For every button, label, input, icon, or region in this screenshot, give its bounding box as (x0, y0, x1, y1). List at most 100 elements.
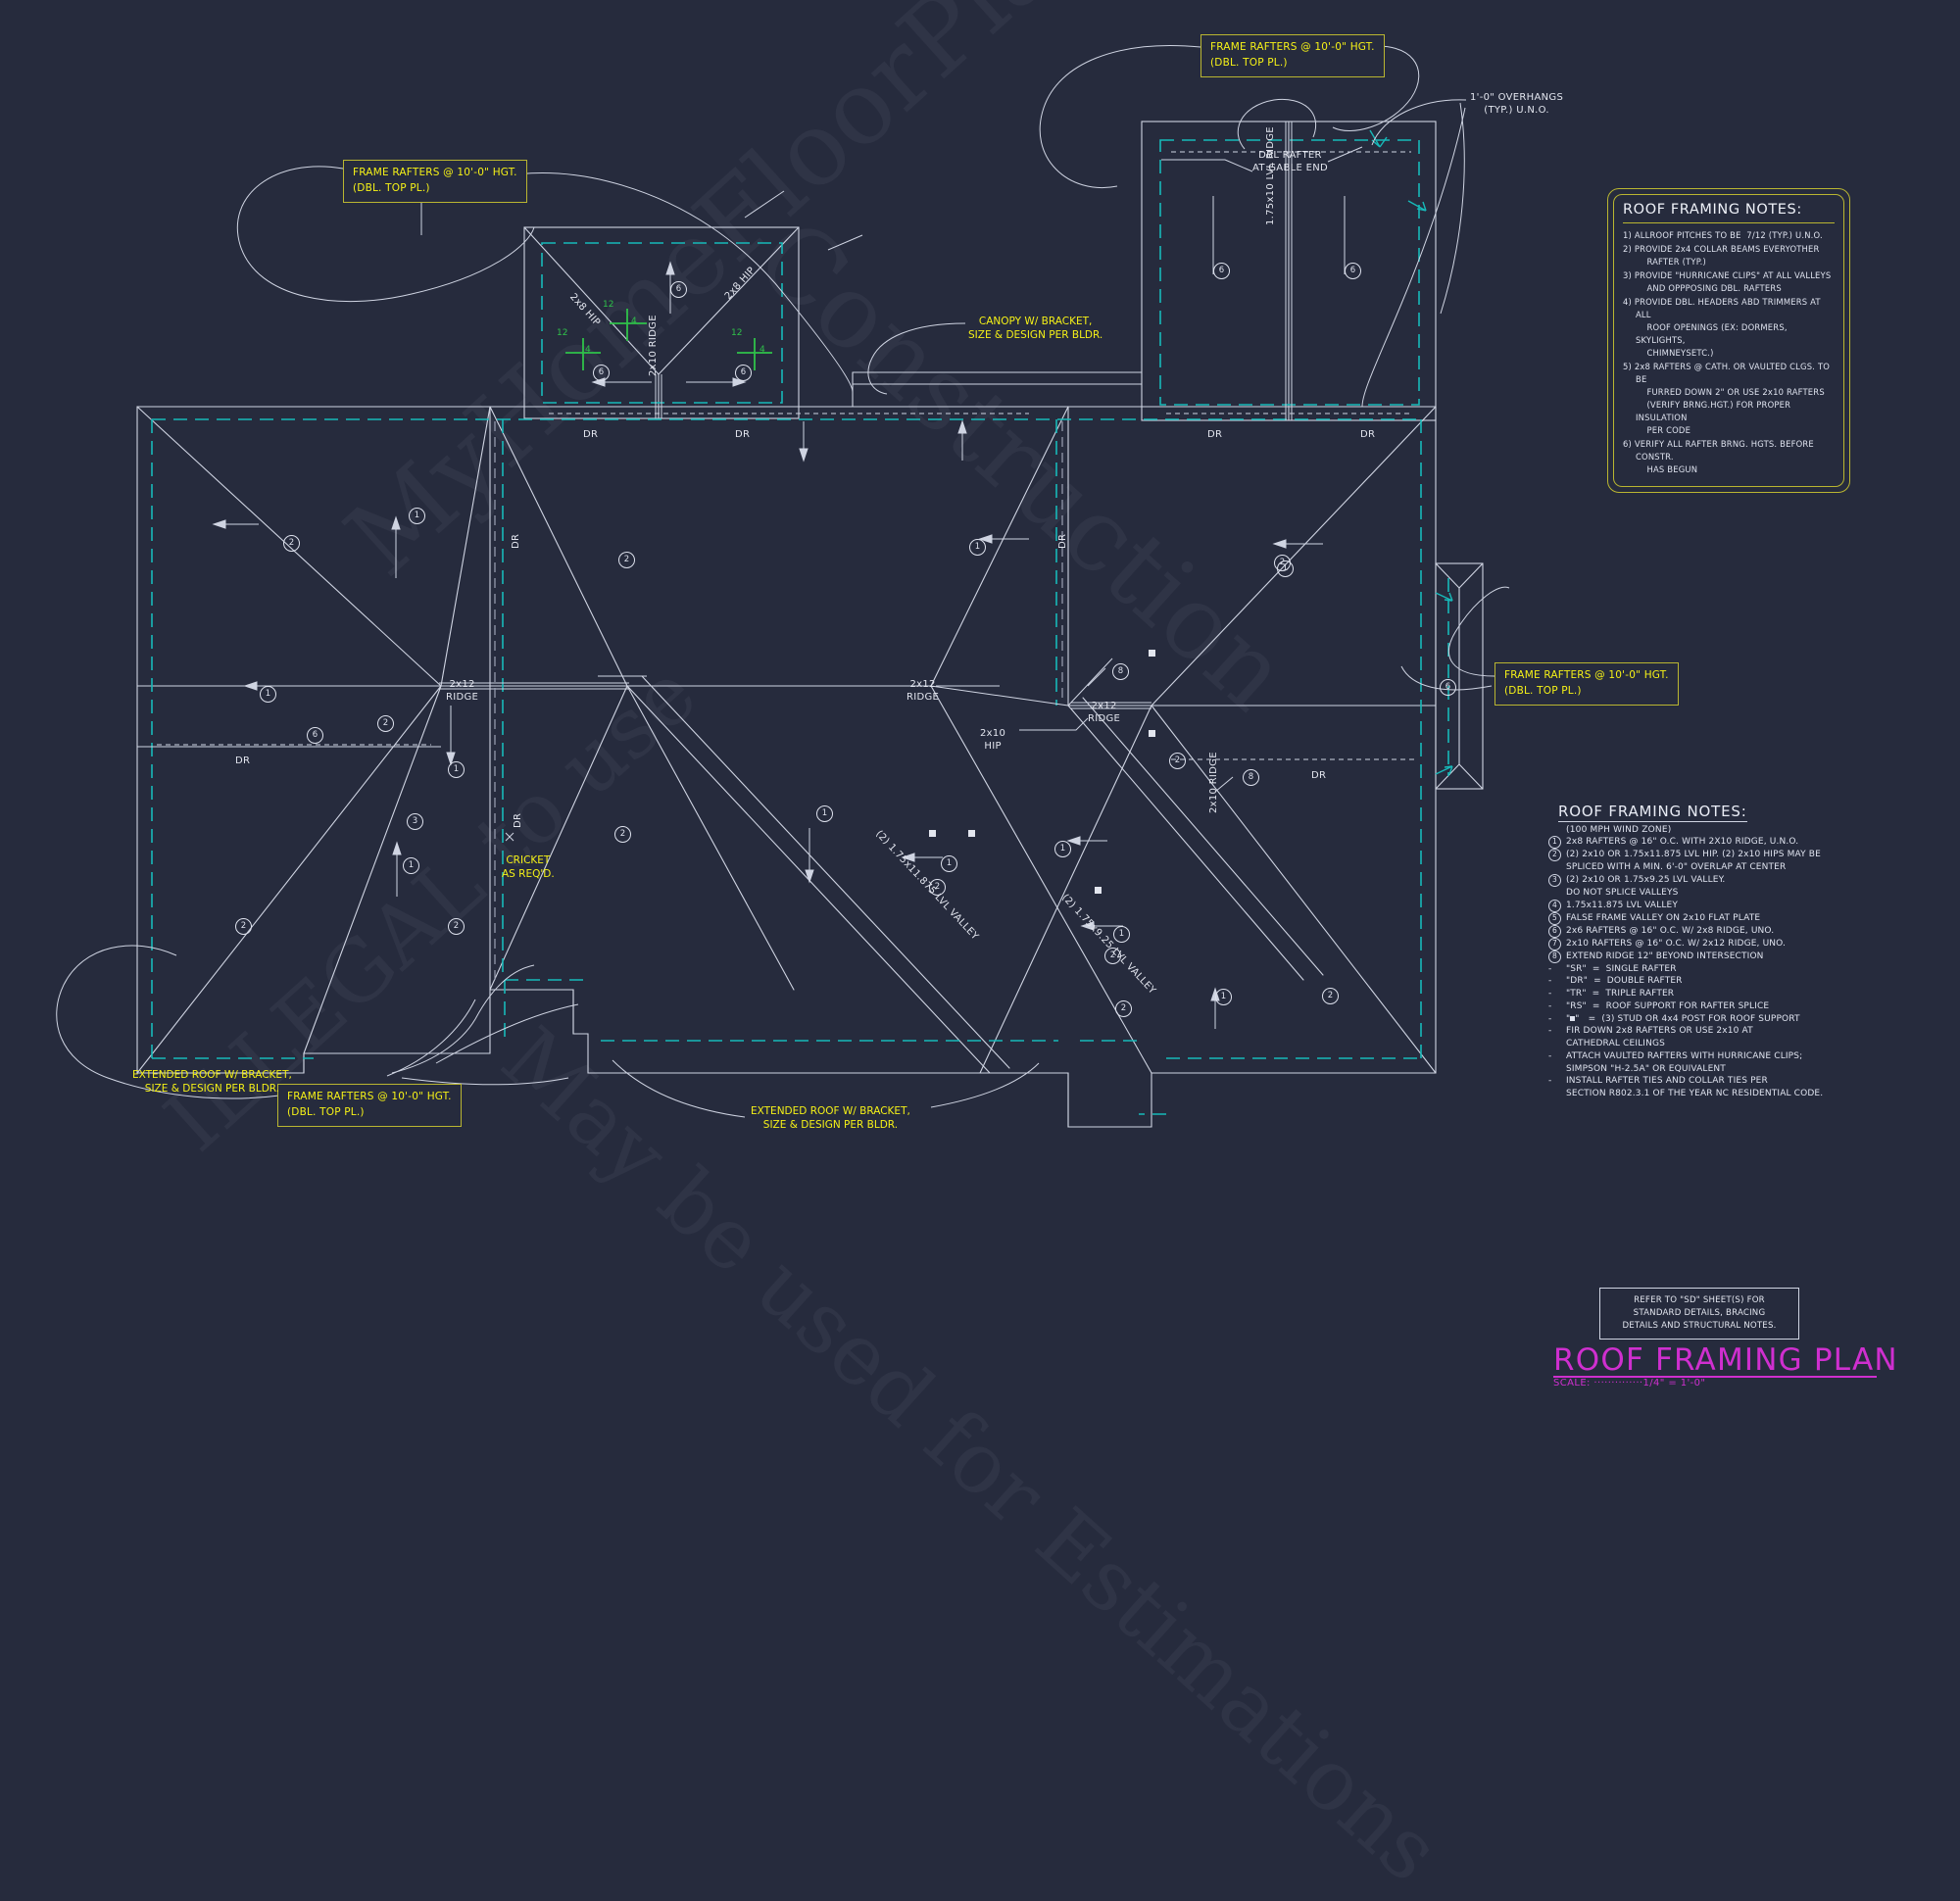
label-ridge-2x10-right: 2x10 RIDGE (1208, 752, 1219, 813)
rafter-note-marker-6: 6 (1440, 679, 1456, 696)
note-marker-circle: 7 (1544, 937, 1566, 950)
rafter-note-marker-1: 1 (448, 761, 465, 778)
callout-line-2: (DBL. TOP PL.) (1504, 684, 1582, 697)
rafter-note-marker-3: 3 (407, 813, 423, 830)
rafter-note-marker-6: 6 (670, 281, 687, 298)
notes2-item-text: 2x8 RAFTERS @ 16" O.C. WITH 2X10 RIDGE, … (1566, 837, 1799, 847)
roof-framing-notes-box-primary: ROOF FRAMING NOTES: 1) ALLROOF PITCHES T… (1607, 188, 1850, 494)
note-line-2: SIZE & DESIGN PER BLDR. (968, 329, 1103, 342)
rafter-note-marker-6: 6 (1213, 263, 1230, 279)
pitch-run-label: 12 (557, 328, 568, 338)
rafter-note-marker-1: 1 (941, 855, 957, 872)
title-underline (1553, 1376, 1877, 1378)
notes-item: 3) PROVIDE "HURRICANE CLIPS" AT ALL VALL… (1623, 270, 1832, 294)
roof-framing-notes-box-secondary: ROOF FRAMING NOTES: (100 MPH WIND ZONE) … (1544, 802, 1878, 1100)
pitch-symbols (565, 309, 772, 370)
notes2-item-continuation: CATHEDRAL CEILINGS (1566, 1039, 1665, 1049)
note-marker-dash: - (1548, 1076, 1552, 1087)
notes-item: 5) 2x8 RAFTERS @ CATH. OR VAULTED CLGS. … (1623, 362, 1831, 436)
page-title: ROOF FRAMING PLAN (1553, 1342, 1898, 1378)
standard-details-reference-box: REFER TO "SD" SHEET(S) FOR STANDARD DETA… (1599, 1288, 1799, 1340)
rafter-note-marker-1: 1 (260, 686, 276, 703)
callout-line-1: FRAME RAFTERS @ 10'-0" HGT. (1210, 41, 1375, 53)
notes2-item-text: "" = (3) STUD OR 4x4 POST FOR ROOF SUPPO… (1566, 1013, 1800, 1024)
label-line-1: DBL RAFTER (1258, 150, 1322, 161)
note-marker-dash: - (1548, 976, 1552, 987)
drawing-sheet: MyHomeFloorPlans.com Construction ILLEGA… (56, 34, 1898, 1389)
rafter-note-marker-6: 6 (307, 727, 323, 744)
pitch-rise-label: 4 (631, 317, 637, 326)
callout-line-2: (DBL. TOP PL.) (1210, 56, 1288, 69)
rafter-note-marker-1: 1 (1054, 841, 1071, 857)
note-marker-circle: 1 (1544, 836, 1566, 849)
label-dr-label-1: DR (583, 429, 599, 440)
callout-frame-rafters-bottom-left: FRAME RAFTERS @ 10'-0" HGT.(DBL. TOP PL.… (277, 1084, 462, 1127)
callout-frame-rafters-top-right: FRAME RAFTERS @ 10'-0" HGT. (DBL. TOP PL.… (1200, 34, 1385, 77)
notes2-item-continuation: SECTION R802.3.1 OF THE YEAR NC RESIDENT… (1566, 1089, 1824, 1099)
notes2-item: 2(2) 2x10 OR 1.75x11.875 LVL HIP. (2) 2x… (1544, 849, 1878, 861)
note-marker-dash: - (1548, 1000, 1552, 1011)
notes-item: 2) PROVIDE 2x4 COLLAR BEAMS EVERYOTHER R… (1623, 244, 1820, 268)
note-marker-circle: 5 (1544, 911, 1566, 925)
rafter-note-marker-1: 1 (409, 508, 425, 524)
notes2-item: - "RS" = ROOF SUPPORT FOR RAFTER SPLICE (1544, 1000, 1878, 1013)
label-dr-label-left: DR (235, 756, 251, 766)
label-ridge-lvl-right: 1.75x10 LVL RIDGE (1265, 126, 1276, 225)
label-line-1: 2x12 (449, 679, 475, 690)
pitch-rise-label: 4 (760, 345, 765, 355)
rafter-note-marker-2: 2 (377, 715, 394, 732)
note-marker-circle: 8 (1544, 950, 1566, 963)
notes2-item-text: INSTALL RAFTER TIES AND COLLAR TIES PER (1566, 1076, 1768, 1087)
label-dr-label-left-vert: DR (511, 533, 521, 549)
callout-line-2: (DBL. TOP PL.) (287, 1105, 365, 1118)
callout-frame-rafters-top-left: FRAME RAFTERS @ 10'-0" HGT.(DBL. TOP PL.… (343, 160, 527, 203)
note-line-2: AS REQ'D. (502, 868, 555, 881)
callout-line-1: FRAME RAFTERS @ 10'-0" HGT. (1504, 669, 1669, 681)
label-line-1: 1'-0" OVERHANGS (1470, 92, 1564, 103)
label-line-2: RIDGE (906, 692, 940, 703)
notes2-item-text: "TR" = TRIPLE RAFTER (1566, 989, 1675, 999)
label-line-1: 2x10 (980, 728, 1006, 739)
note-canopy-note: CANOPY W/ BRACKET, SIZE & DESIGN PER BLDR… (968, 315, 1102, 342)
plan-scale-label: SCALE: ··············1/4" = 1'-0" (1553, 1378, 1706, 1389)
notes2-subtitle: (100 MPH WIND ZONE) (1566, 825, 1672, 835)
note-line-1: CANOPY W/ BRACKET, (978, 316, 1093, 327)
notes-item: 6) VERIFY ALL RAFTER BRNG. HGTS. BEFORE … (1623, 439, 1814, 475)
notes2-item: -FIR DOWN 2x8 RAFTERS OR USE 2x10 AT (1544, 1025, 1878, 1038)
notes-inner-frame: ROOF FRAMING NOTES: 1) ALLROOF PITCHES T… (1613, 194, 1844, 488)
label-line-2: RIDGE (1088, 713, 1121, 724)
callout-frame-rafters-right: FRAME RAFTERS @ 10'-0" HGT. (DBL. TOP PL.… (1494, 662, 1679, 706)
rafter-note-marker-1: 1 (403, 857, 419, 874)
notes2-item-text: EXTEND RIDGE 12" BEYOND INTERSECTION (1566, 950, 1764, 961)
notes2-item-text: "RS" = ROOF SUPPORT FOR RAFTER SPLICE (1566, 1000, 1770, 1011)
pitch-rise-label: 4 (585, 345, 591, 355)
notes2-item: -"TR" = TRIPLE RAFTER (1544, 988, 1878, 1000)
rafter-note-marker-2: 2 (235, 918, 252, 935)
note-marker-circle: 3 (1544, 873, 1566, 887)
rafter-note-marker-2: 2 (448, 918, 465, 935)
notes-list: 1) ALLROOF PITCHES TO BE 7/12 (TYP.) U.N… (1623, 229, 1835, 476)
rafter-note-marker-2: 2 (614, 826, 631, 843)
notes2-item-text: ATTACH VAULTED RAFTERS WITH HURRICANE CL… (1566, 1050, 1803, 1061)
notes2-item: - INSTALL RAFTER TIES AND COLLAR TIES PER (1544, 1075, 1878, 1088)
rafter-note-marker-8: 8 (1243, 769, 1259, 786)
callout-line-1: FRAME RAFTERS @ 10'-0" HGT. (353, 167, 517, 178)
notes2-legend-list: -"SR" = SINGLE RAFTER-"DR" = DOUBLE RAFT… (1544, 963, 1878, 1100)
label-line-2: HIP (984, 741, 1002, 752)
rafter-note-marker-1: 1 (1215, 989, 1232, 1005)
rafter-note-marker-2: 2 (1274, 555, 1291, 571)
pitch-run-label: 12 (603, 300, 614, 310)
roof-framing-geometry (56, 45, 1510, 1128)
label-dr-label-right: DR (1311, 770, 1327, 781)
label-line-1: 2x12 (1091, 701, 1117, 711)
rafter-note-marker-6: 6 (735, 365, 752, 381)
label-dr-label-mid-vert: DR (1057, 533, 1068, 549)
rafter-note-marker-2: 2 (283, 535, 300, 552)
